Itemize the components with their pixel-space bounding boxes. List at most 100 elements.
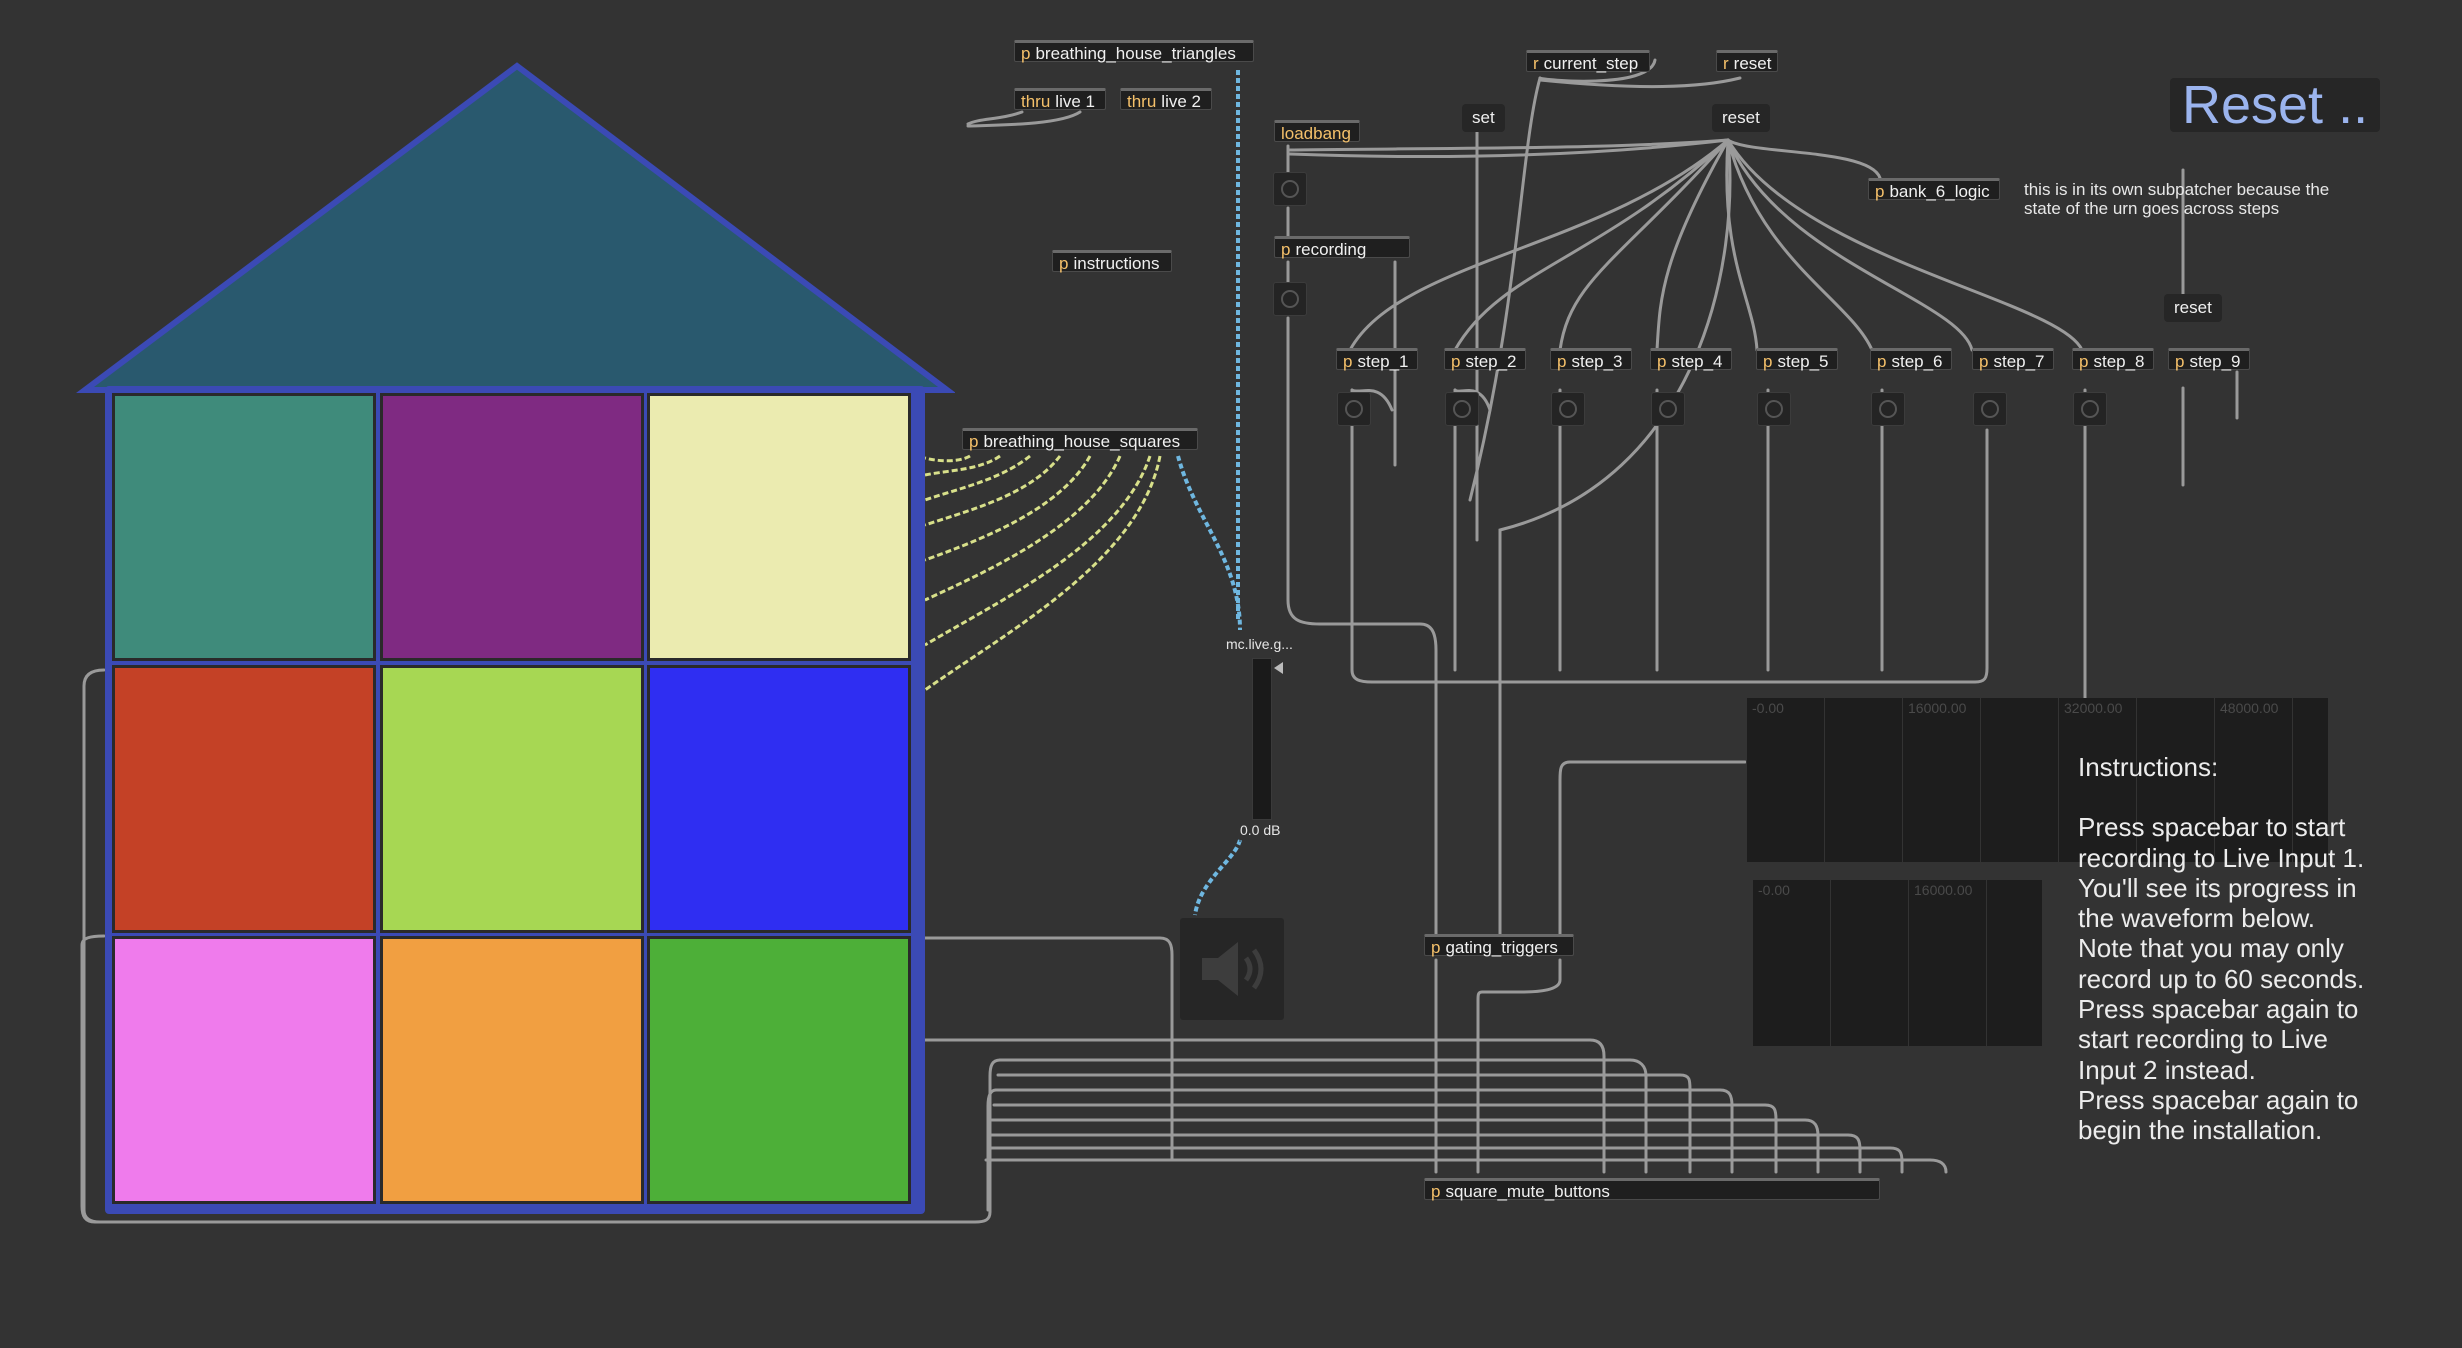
house-square-1[interactable]: [112, 393, 376, 661]
object-label: gating_triggers: [1445, 938, 1558, 957]
waveform-tick-label: 32000.00: [2064, 700, 2123, 716]
object-prefix: p: [1875, 182, 1885, 201]
house-square-6[interactable]: [647, 665, 911, 933]
waveform-gridline: [1908, 880, 1909, 1046]
object-label: step_1: [1357, 352, 1409, 371]
object-prefix: r: [1533, 54, 1539, 73]
waveform-gridline: [1824, 698, 1825, 862]
house-square-3[interactable]: [647, 393, 911, 661]
waveform-tick-label: 16000.00: [1908, 700, 1967, 716]
waveform-gridline: [2292, 698, 2293, 862]
step-1-bang-button[interactable]: [1337, 392, 1371, 426]
set-message[interactable]: set: [1462, 104, 1505, 132]
house-square-9[interactable]: [647, 936, 911, 1204]
instructions-line: begin the installation.: [2078, 1115, 2323, 1146]
object-label: step_6: [1891, 352, 1943, 371]
instructions-line: recording to Live Input 1.: [2078, 842, 2365, 873]
instructions-line: Press spacebar again to: [2078, 994, 2359, 1025]
loadbang-bang-button[interactable]: [1273, 172, 1307, 206]
house-square-5[interactable]: [380, 665, 644, 933]
waveform-gridline: [1980, 698, 1981, 862]
object-label: step_5: [1777, 352, 1829, 371]
speaker-icon: [1202, 942, 1264, 996]
instructions-line: record up to 60 seconds.: [2078, 963, 2365, 994]
object-prefix: p: [1657, 352, 1667, 371]
object-label: step_4: [1671, 352, 1723, 371]
step-4-bang-button[interactable]: [1651, 392, 1685, 426]
step-5-bang-button[interactable]: [1757, 392, 1791, 426]
object-prefix: p: [1451, 352, 1461, 371]
house-square-4[interactable]: [112, 665, 376, 933]
object-label: square_mute_buttons: [1445, 1182, 1610, 1201]
instructions-line: Press spacebar to start: [2078, 812, 2346, 843]
object-prefix: p: [1281, 240, 1291, 259]
object-prefix: r: [1723, 54, 1729, 73]
waveform-tick-label: -0.00: [1758, 882, 1790, 898]
waveform-gridline: [1746, 698, 1747, 862]
object-prefix: p: [1343, 352, 1353, 371]
object-label: breathing_house_squares: [983, 432, 1181, 451]
object-label: live 2: [1161, 92, 1201, 111]
house-square-2[interactable]: [380, 393, 644, 661]
waveform-gridline: [1752, 880, 1753, 1046]
step-8-bang-button[interactable]: [2073, 392, 2107, 426]
reset-message[interactable]: reset: [1712, 104, 1770, 132]
object-label: step_3: [1571, 352, 1623, 371]
house-square-7[interactable]: [112, 936, 376, 1204]
object-prefix: p: [1979, 352, 1989, 371]
urn-comment: this is in its own subpatcher because th…: [2024, 180, 2330, 218]
object-prefix: p: [1431, 938, 1441, 957]
step-3-bang-button[interactable]: [1551, 392, 1585, 426]
object-label: breathing_house_triangles: [1035, 44, 1236, 63]
reset-big-button[interactable]: Reset ..: [2170, 78, 2380, 132]
object-label: reset: [1733, 54, 1772, 73]
step-7-bang-button[interactable]: [1973, 392, 2007, 426]
reset-small-message[interactable]: reset: [2164, 294, 2222, 322]
house-roof: [76, 62, 955, 393]
audio-output-button[interactable]: [1180, 918, 1284, 1020]
object-prefix: p: [1431, 1182, 1441, 1201]
object-label: step_2: [1465, 352, 1517, 371]
object-prefix: p: [2175, 352, 2185, 371]
waveform-gridline: [1986, 880, 1987, 1046]
gain-value: 0.0 dB: [1240, 822, 1281, 838]
house-square-8[interactable]: [380, 936, 644, 1204]
waveform-gridline: [1902, 698, 1903, 862]
recording-bang-button[interactable]: [1273, 282, 1307, 316]
gain-slider[interactable]: [1252, 658, 1272, 820]
object-label: instructions: [1073, 254, 1160, 273]
object-prefix: p: [1021, 44, 1031, 63]
waveform-tick-label: 48000.00: [2220, 700, 2279, 716]
instructions-line: Note that you may only: [2078, 933, 2344, 964]
instructions-line: start recording to Live: [2078, 1024, 2329, 1055]
step-2-bang-button[interactable]: [1445, 392, 1479, 426]
loadbang-object[interactable]: loadbang: [1274, 120, 1360, 143]
step-6-bang-button[interactable]: [1871, 392, 1905, 426]
object-prefix: p: [1763, 352, 1773, 371]
gain-slider-handle-icon[interactable]: [1274, 662, 1283, 674]
object-label: live 1: [1055, 92, 1095, 111]
